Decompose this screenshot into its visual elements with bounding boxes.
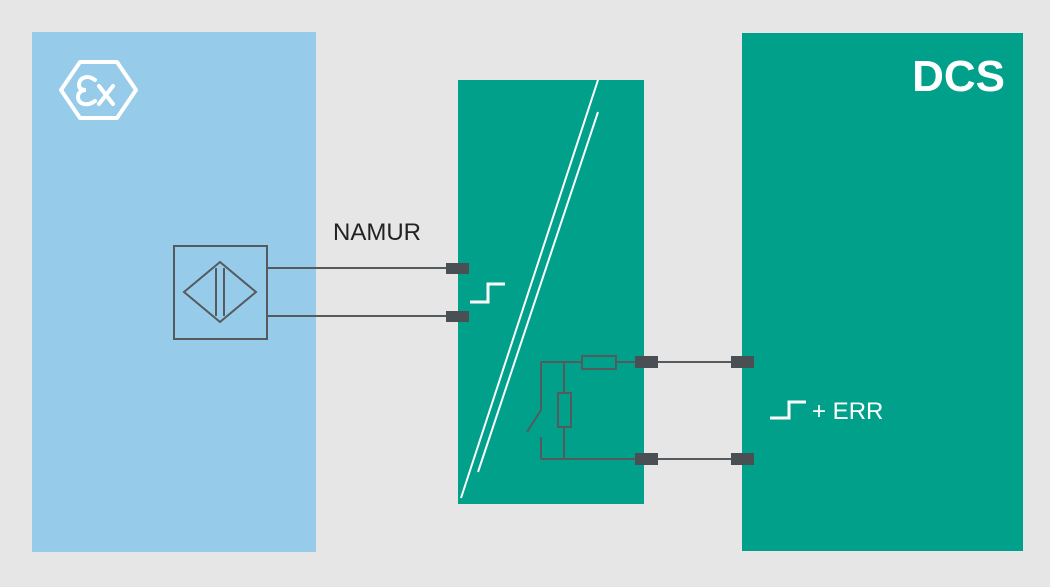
isolation-line-1 (460, 79, 599, 499)
output-terminal-top (635, 356, 658, 368)
dcs-label: DCS (912, 52, 1005, 101)
input-terminal-top (446, 263, 469, 274)
error-output-label: + ERR (812, 398, 884, 425)
namur-label: NAMUR (333, 219, 421, 246)
dcs-block (742, 33, 1023, 551)
ex-hexagon-icon (59, 60, 138, 120)
inductive-sensor-icon (173, 245, 268, 340)
step-signal-icon (470, 282, 505, 304)
isolator-module (458, 80, 644, 504)
output-terminal-bottom (635, 453, 658, 465)
input-terminal-bottom (446, 311, 469, 322)
dcs-terminal-top (731, 356, 754, 368)
output-circuit (526, 355, 635, 460)
dcs-terminal-bottom (731, 453, 754, 465)
dcs-step-signal-icon (770, 400, 806, 420)
isolation-line-2 (477, 111, 599, 473)
